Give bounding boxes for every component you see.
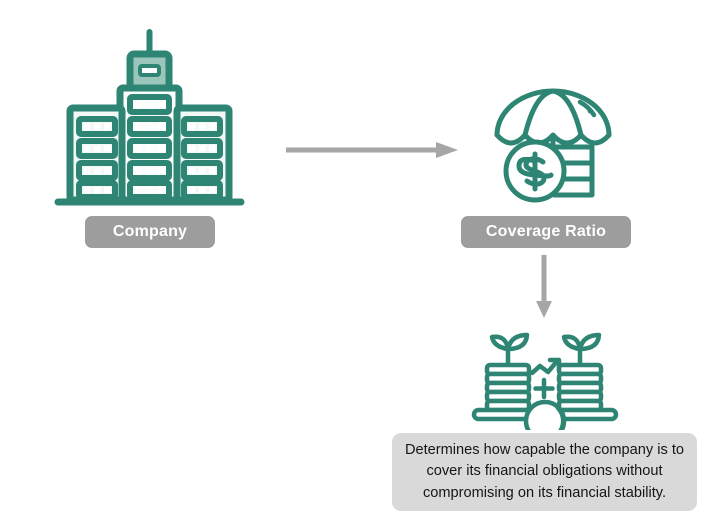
office-building-icon — [52, 20, 247, 210]
arrow-down-icon — [532, 255, 556, 320]
balance-scale-coins-plants-icon — [470, 318, 620, 443]
umbrella-over-coins-icon — [492, 83, 614, 203]
arrow-right-icon — [286, 138, 461, 162]
description-box: Determines how capable the company is to… — [392, 433, 697, 511]
node-label-coverage-ratio: Coverage Ratio — [461, 216, 631, 248]
node-label-company: Company — [85, 216, 215, 248]
description-text: Determines how capable the company is to… — [404, 442, 685, 501]
